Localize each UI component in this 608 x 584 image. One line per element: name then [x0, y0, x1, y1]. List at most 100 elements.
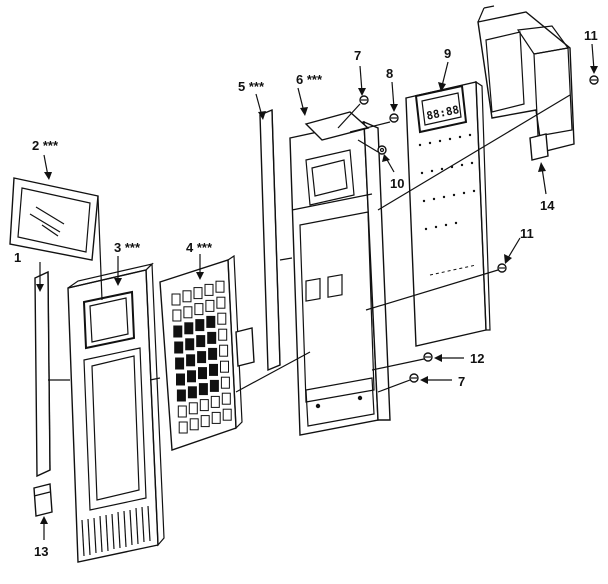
keypad-key: [187, 370, 196, 383]
board-component: [444, 223, 448, 227]
keypad-key: [208, 347, 218, 360]
label-part-7-top: 7: [354, 48, 361, 63]
part-3-front-frame: [67, 262, 165, 563]
keypad-key: [221, 392, 231, 405]
part-9-control-board: 88:88: [405, 80, 491, 347]
keypad-key: [199, 399, 209, 412]
label-part-9: 9: [444, 46, 451, 61]
board-component: [468, 133, 472, 137]
keypad-key: [193, 287, 203, 300]
keypad-key: [188, 402, 198, 415]
keypad-key: [216, 296, 226, 309]
keypad-key: [172, 309, 182, 322]
keypad-key: [182, 290, 192, 303]
screw-7-bottom: [409, 373, 419, 383]
part-5-tall-strip: [259, 108, 281, 372]
keypad-key: [185, 338, 195, 351]
keypad-key: [187, 386, 197, 399]
label-part-4: 4 ***: [186, 240, 213, 255]
board-component: [430, 169, 434, 173]
board-component: [460, 163, 464, 167]
keypad-key: [171, 293, 181, 306]
label-part-13: 13: [34, 544, 48, 559]
keypad-key: [183, 306, 193, 319]
board-component: [442, 195, 446, 199]
label-part-1: 1: [14, 250, 21, 265]
screw-11-top: [589, 75, 599, 85]
board-component: [434, 225, 438, 229]
keypad-key: [194, 303, 204, 316]
label-part-14: 14: [540, 198, 555, 213]
board-component: [428, 141, 432, 145]
keypad-key: [222, 408, 232, 421]
keypad-key: [177, 405, 187, 418]
part-labels: 1 2 *** 3 *** 4 *** 5 *** 6 *** 7 8 9 10…: [14, 28, 598, 559]
keypad-key: [184, 322, 194, 335]
part-13-block: [33, 483, 53, 517]
keypad-key: [220, 376, 230, 389]
keypad-key: [176, 389, 186, 402]
board-component: [470, 161, 474, 165]
keypad-key: [176, 373, 185, 386]
screw-11-mid: [497, 263, 507, 273]
board-component: [418, 143, 422, 147]
part-4-keypad: [159, 254, 255, 451]
keypad-key: [206, 315, 216, 328]
label-part-11-mid: 11: [520, 226, 534, 241]
keypad-key: [205, 299, 215, 312]
screw-12: [423, 352, 433, 362]
keypad-key: [204, 283, 214, 296]
arrows: [36, 43, 598, 540]
vent-slots: [81, 505, 151, 557]
label-part-7-bottom: 7: [458, 374, 465, 389]
part-6-bracket: [289, 111, 391, 436]
board-component: [454, 221, 458, 225]
keypad-key: [207, 331, 217, 344]
part-14-rear-housing: [477, 5, 575, 161]
label-part-8: 8: [386, 66, 393, 81]
part-1-strip: [34, 270, 51, 478]
keypad-key: [198, 367, 207, 380]
board-component: [422, 199, 426, 203]
screws: [359, 75, 599, 383]
keypad-key: [186, 354, 196, 367]
keypad-key: [178, 421, 188, 434]
keypad-key: [198, 383, 208, 396]
board-component: [448, 137, 452, 141]
keypad-key: [197, 351, 207, 364]
board-component: [452, 193, 456, 197]
label-part-2: 2 ***: [32, 138, 59, 153]
board-component: [462, 191, 466, 195]
keypad-key: [175, 357, 185, 370]
label-part-12: 12: [470, 351, 484, 366]
keypad-key: [220, 360, 229, 373]
keypad-key: [215, 280, 225, 293]
keypad-keys: [171, 280, 232, 434]
keypad-key: [218, 328, 228, 341]
board-component: [420, 171, 424, 175]
board-component: [424, 227, 428, 231]
keypad-key: [196, 335, 206, 348]
washer-10: [377, 145, 387, 155]
label-part-5: 5 ***: [238, 79, 265, 94]
keypad-key: [219, 344, 229, 357]
keypad-key: [200, 415, 210, 428]
board-component: [438, 139, 442, 143]
screw-7-top: [359, 95, 369, 105]
keypad-key: [217, 312, 227, 325]
part-2-window-glass: [9, 177, 99, 261]
keypad-key: [210, 395, 220, 408]
label-part-3: 3 ***: [114, 240, 141, 255]
keypad-key: [209, 379, 219, 392]
keypad-key: [211, 411, 221, 424]
keypad-key: [189, 418, 199, 431]
board-component: [458, 135, 462, 139]
board-component: [440, 167, 444, 171]
screw-8: [389, 113, 399, 123]
label-part-10: 10: [390, 176, 404, 191]
keypad-key: [174, 341, 184, 354]
label-part-11-top: 11: [584, 28, 598, 43]
keypad-key: [209, 363, 218, 376]
